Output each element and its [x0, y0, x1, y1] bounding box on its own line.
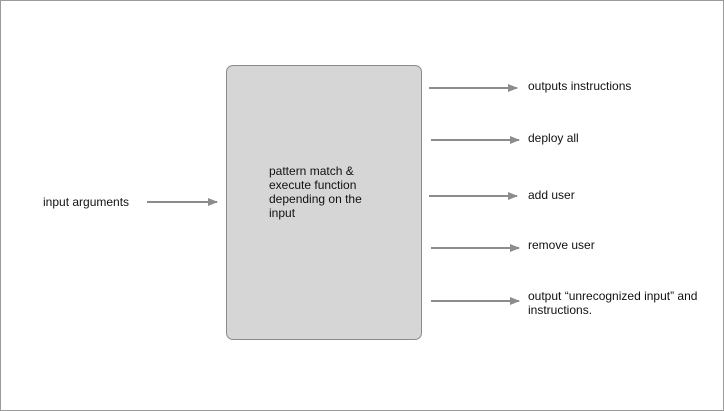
- output-label-deploy-all: deploy all: [528, 131, 579, 145]
- process-box: [226, 65, 422, 340]
- output-label-add-user: add user: [528, 188, 575, 202]
- output-label-unrecognized: output “unrecognized input” and instruct…: [528, 289, 698, 317]
- process-box-label: pattern match & execute function dependi…: [269, 164, 362, 220]
- input-arguments-label: input arguments: [43, 195, 130, 209]
- output-label-instructions: outputs instructions: [528, 79, 632, 93]
- output-label-remove-user: remove user: [528, 238, 595, 252]
